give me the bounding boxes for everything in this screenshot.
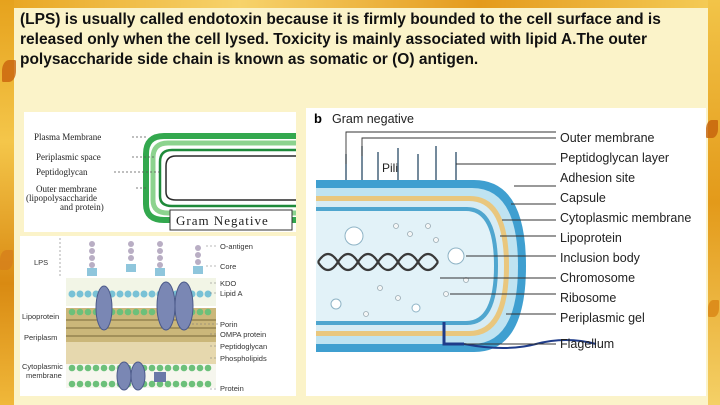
membrane-left-label: LPS xyxy=(34,258,49,267)
cell-label: Periplasmic gel xyxy=(560,311,645,325)
cell-label: Capsule xyxy=(560,191,606,205)
cell-label: Outer membrane xyxy=(560,131,655,145)
membrane-right-label: OMPA protein xyxy=(220,330,267,339)
envelope-label: Outer membrane xyxy=(36,184,97,194)
autumn-leaf-decoration xyxy=(2,60,16,82)
envelope-label: Periplasmic space xyxy=(36,152,101,162)
autumn-leaf-decoration xyxy=(0,250,13,270)
membrane-right-label: Protein xyxy=(220,384,244,393)
envelope-layers xyxy=(114,133,296,231)
cell-label: Peptidoglycan layer xyxy=(560,151,670,165)
autumn-leaf-decoration xyxy=(708,300,719,317)
membrane-right-label: Porin xyxy=(220,320,238,329)
top-frame xyxy=(0,0,720,8)
membrane-left-label: membrane xyxy=(26,371,62,380)
slide-paragraph: (LPS) is usually called endotoxin becaus… xyxy=(20,11,661,68)
cell-label: Adhesion site xyxy=(560,171,636,185)
gram-negative-cell xyxy=(316,131,597,352)
panel-title: Gram negative xyxy=(332,112,414,126)
panel-letter: b xyxy=(314,111,322,126)
envelope-diagram: Plasma Membrane Periplasmic space Peptid… xyxy=(24,112,296,232)
membrane-left-label: Cytoplasmic xyxy=(22,362,63,371)
membrane-diagram: LPS Lipoprotein Periplasm Cytoplasmic me… xyxy=(20,236,296,396)
pili-label: Pili xyxy=(382,161,399,175)
cell-label: Inclusion body xyxy=(560,251,640,265)
membrane-right-label: Core xyxy=(220,262,237,271)
envelope-label: Plasma Membrane xyxy=(34,132,102,142)
membrane-right-label: O-antigen xyxy=(220,242,253,251)
cell-label: Flagellum xyxy=(560,337,615,351)
membrane-right-label: Peptidoglycan xyxy=(220,342,268,351)
envelope-label: Peptidoglycan xyxy=(36,167,88,177)
membrane-left-label: Lipoprotein xyxy=(22,312,60,321)
left-frame xyxy=(0,0,14,405)
membrane-right-label: KDO xyxy=(220,279,237,288)
membrane-illustration xyxy=(59,238,218,391)
membrane-right-label: Lipid A xyxy=(220,289,243,298)
cell-label: Lipoprotein xyxy=(560,231,622,245)
envelope-label: and protein) xyxy=(60,202,104,212)
membrane-right-label: Phospholipids xyxy=(220,354,267,363)
cell-label: Chromosome xyxy=(560,271,636,285)
membrane-left-label: Periplasm xyxy=(24,333,58,342)
autumn-leaf-decoration xyxy=(706,120,718,138)
right-frame xyxy=(708,0,720,405)
cell-diagram: b Gram negative Pili xyxy=(306,108,706,396)
cell-label: Ribosome xyxy=(560,291,617,305)
envelope-label: (lipopolysaccharide xyxy=(26,193,97,203)
cell-label: Cytoplasmic membrane xyxy=(560,211,692,225)
envelope-caption: Gram Negative xyxy=(176,213,269,228)
